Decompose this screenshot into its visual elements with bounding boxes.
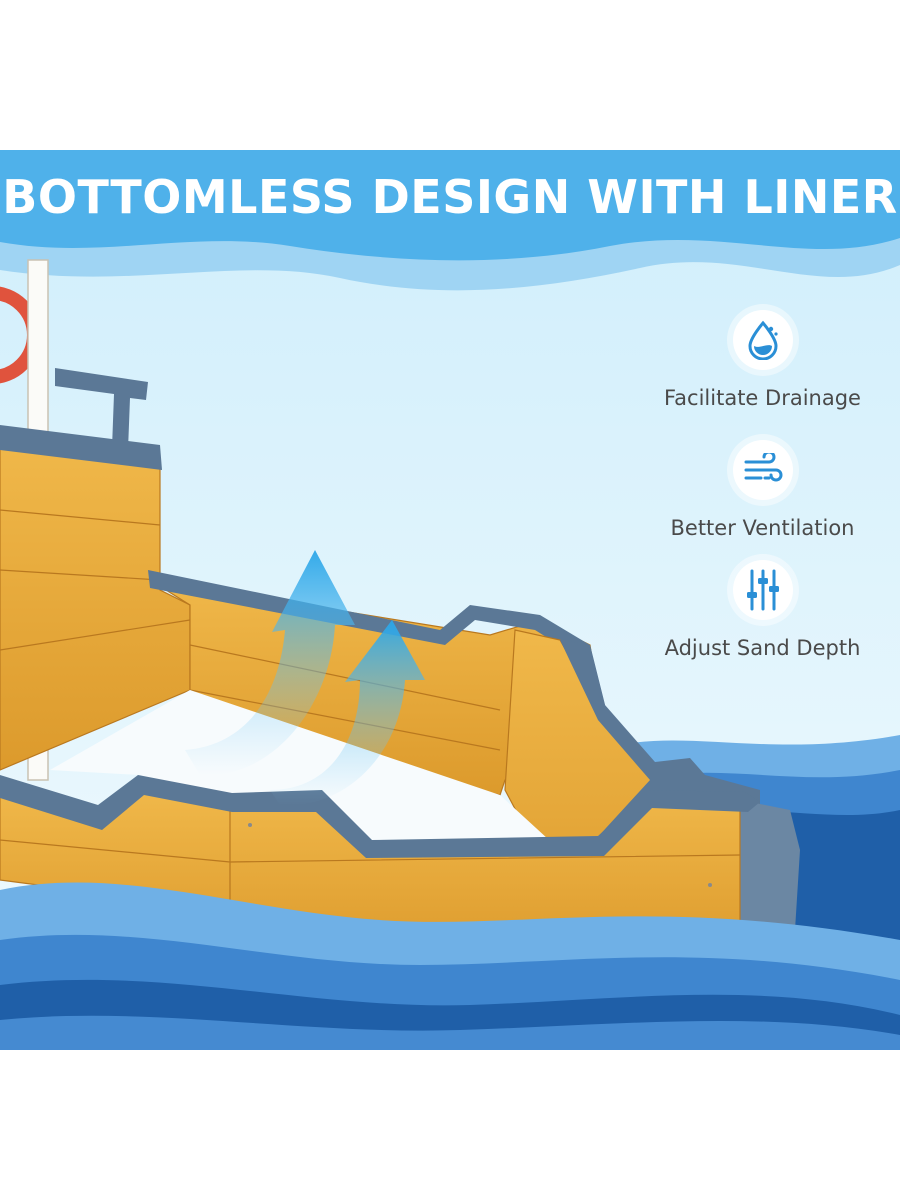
boat-far-rail <box>148 570 605 710</box>
feature-label: Adjust Sand Depth <box>664 636 861 660</box>
airflow-arrow-1 <box>185 550 355 776</box>
feature-label: Better Ventilation <box>670 516 855 540</box>
headline: BOTTOMLESS DESIGN WITH LINER <box>2 170 898 224</box>
wind-icon <box>732 440 793 500</box>
boat-front-rail <box>0 775 760 858</box>
back-rail <box>55 368 148 450</box>
feature-better-ventilation: Better Ventilation <box>640 440 885 540</box>
feature-label: Facilitate Drainage <box>664 386 861 410</box>
feature-facilitate-drainage: Facilitate Drainage <box>640 310 885 410</box>
airflow-arrow-2 <box>270 620 425 806</box>
boat-seat-top <box>0 425 162 470</box>
water-drop-icon <box>732 310 793 370</box>
sliders-icon <box>732 560 793 620</box>
banner-wave-front <box>0 150 900 261</box>
feature-adjust-sand-depth: Adjust Sand Depth <box>640 560 885 660</box>
foreground-wave-4 <box>0 1015 900 1050</box>
product-banner: BOTTOMLESS DESIGN WITH LINER Facilitate … <box>0 150 900 1050</box>
